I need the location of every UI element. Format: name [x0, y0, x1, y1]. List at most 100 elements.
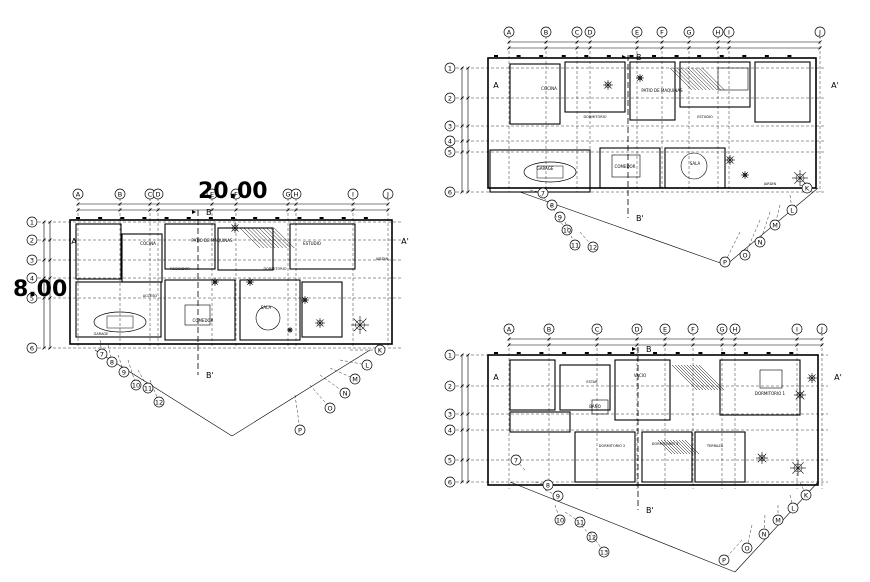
grid-bubble-diag-L-label: L: [790, 206, 794, 214]
wall-block: [142, 217, 147, 219]
dimension-tick: [635, 343, 639, 347]
wall-block: [675, 352, 680, 354]
stair-step: [677, 67, 700, 91]
grid-bubble-diag-8: [106, 356, 118, 368]
dimension-tick: [48, 258, 52, 262]
wall-block: [494, 352, 498, 354]
stair-step: [671, 364, 698, 391]
dimension-tick: [588, 46, 592, 50]
stair-step: [689, 364, 716, 391]
room-label: BAÑO: [589, 404, 601, 409]
wall-block: [516, 352, 521, 354]
dimension-tick: [294, 208, 298, 212]
room-wall: [719, 359, 801, 416]
room-wall: [629, 61, 676, 121]
dimension-tick: [507, 46, 511, 50]
grid-bubble-row-5-label: 5: [30, 294, 34, 302]
grid-bubble-col-C-label: C: [595, 325, 600, 333]
grid-bubble-col-H-label: H: [716, 28, 721, 36]
wall-block: [653, 352, 657, 354]
grid-bubble-row-2-label: 2: [30, 236, 34, 244]
stair-step: [677, 364, 704, 391]
grid-bubble-diag-12-label: 12: [588, 533, 596, 541]
wall-block: [721, 352, 726, 354]
dimension-tick: [294, 202, 298, 206]
room-wall: [509, 63, 561, 125]
wall-block: [297, 217, 302, 219]
wall-block: [120, 217, 125, 219]
grid-bubble-row-4-label: 4: [448, 137, 452, 145]
grid-bubble-diag-11-label: 11: [571, 241, 579, 249]
section-arrow: [192, 210, 196, 214]
grid-bubble-diag-12: [586, 531, 598, 543]
grid-bubble-col-H: [712, 26, 724, 38]
dimension-tick: [466, 384, 470, 388]
grid-bubble-diag-N: [754, 236, 766, 248]
grid-bubble-diag-M-label: M: [772, 221, 778, 229]
dimension-tick: [156, 208, 160, 212]
dimension-tick: [286, 202, 290, 206]
wall-block: [652, 55, 656, 57]
dimension-tick: [795, 343, 799, 347]
dimension-tick: [466, 412, 470, 416]
grid-bubble-diag-12: [153, 396, 165, 408]
dimension-tick: [386, 208, 390, 212]
plant-icon: [793, 463, 803, 473]
grid-bubble-row-6-label: 6: [448, 188, 452, 196]
grid-bubble-diag-M-label: M: [775, 516, 781, 524]
grid-bubble-diag-P: [294, 424, 306, 436]
stair-step: [660, 439, 676, 455]
dimension-tick: [595, 337, 599, 341]
stair-step: [243, 227, 264, 249]
wall-block: [742, 55, 747, 57]
grid-bubble-diag-O-label: O: [742, 251, 747, 259]
stair-step: [262, 227, 283, 249]
grid-bubble-col-I: [791, 323, 803, 335]
dimension-tick: [466, 150, 470, 154]
stair-step: [657, 439, 673, 455]
grid-bubble-col-D-label: D: [587, 28, 592, 36]
room-wall: [614, 359, 671, 421]
wall-block: [630, 352, 635, 354]
grid-bubble-row-6-label: 6: [448, 478, 452, 486]
grid-bubble-diag-N-label: N: [343, 389, 348, 397]
dimension-tick: [820, 337, 824, 341]
grid-bubble-col-B-label: B: [547, 325, 551, 333]
wall-block: [275, 217, 280, 219]
dimension-tick: [460, 412, 464, 416]
stair-step: [683, 364, 710, 391]
grid-bubble-col-E-label: E: [635, 28, 639, 36]
grid-bubble-row-1: [26, 216, 38, 228]
stair-step: [691, 67, 714, 91]
dimension-tick: [76, 202, 80, 206]
wall-block: [208, 217, 213, 219]
plant-icon: [742, 172, 748, 178]
grid-bubble-diag-L: [787, 502, 799, 514]
furniture: [759, 369, 783, 389]
grid-bubble-row-5: [444, 454, 456, 466]
dimension-tick: [818, 46, 822, 50]
dimension-tick: [466, 480, 470, 484]
plant-icon: [302, 297, 308, 303]
wall-block: [98, 217, 103, 219]
grid-bubble-col-H: [729, 323, 741, 335]
plant-icon: [317, 320, 323, 326]
room-label: DORMITORIO 2: [599, 444, 625, 448]
wall-block: [539, 352, 544, 354]
grid-line-diag: [539, 194, 553, 206]
grid-bubble-row-2-label: 2: [448, 94, 452, 102]
furniture: [611, 154, 641, 178]
grid-bubble-diag-N: [339, 387, 351, 399]
dimension-tick: [42, 258, 46, 262]
room-label: ACCESO: [143, 294, 158, 298]
grid-line-diag: [294, 394, 301, 431]
dimension-tick: [466, 96, 470, 100]
grid-bubble-diag-M: [772, 514, 784, 526]
grid-bubble-diag-10: [130, 379, 142, 391]
room-label: TERRAZA: [706, 444, 724, 448]
plant-icon: [355, 320, 365, 330]
grid-bubble-col-H: [290, 188, 302, 200]
grid-bubble-diag-P-label: P: [722, 556, 726, 564]
furniture-round: [680, 152, 708, 180]
